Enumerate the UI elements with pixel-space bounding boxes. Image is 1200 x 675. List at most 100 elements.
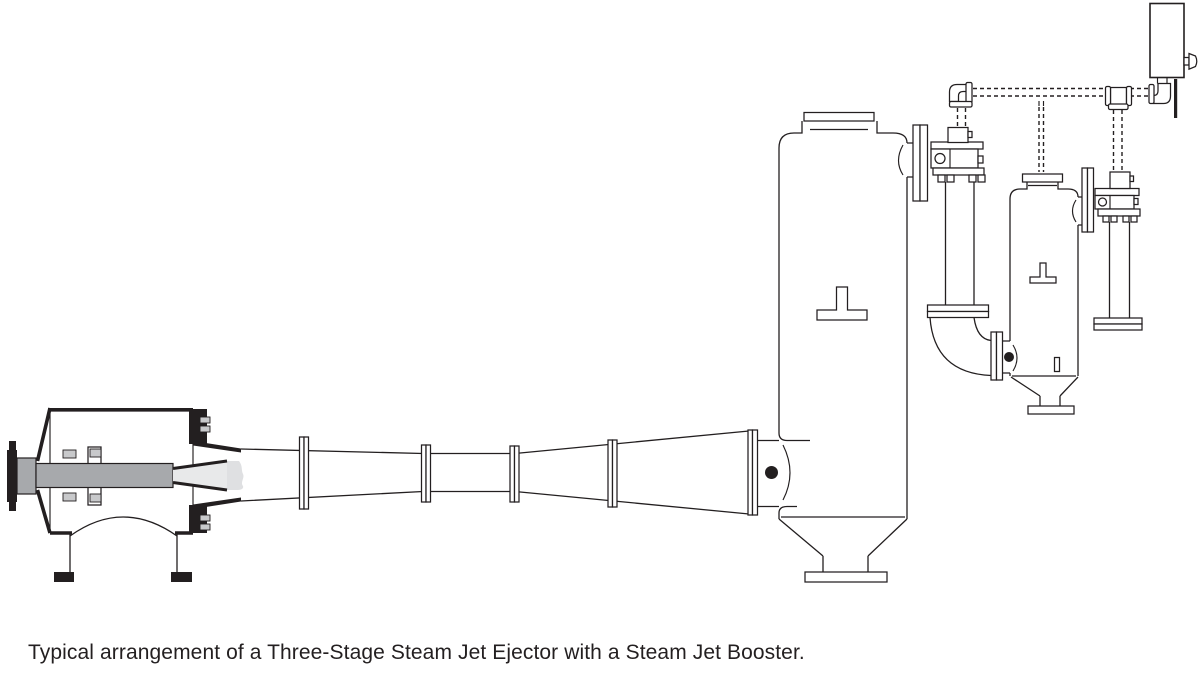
- third-stage-discharge-flange: [1093, 317, 1143, 325]
- second-stage-plug: [977, 155, 984, 164]
- diffuser-inlet-flange: [747, 429, 759, 516]
- elbow-end-flange: [995, 331, 1004, 381]
- diffuser-flange: [420, 444, 432, 503]
- plate-bolt: [1110, 215, 1118, 223]
- plate-bolt: [1102, 215, 1110, 223]
- third-stage-top-plate: [1094, 187, 1140, 197]
- condenser1-inlet-inner: [787, 439, 810, 508]
- suction-inlet-legs: [69, 534, 178, 572]
- steam-inlet-bolt: [9, 501, 16, 511]
- second-stage-steam-box-plug: [967, 130, 973, 139]
- nozzle-cone-edges: [172, 459, 228, 492]
- condenser2-bottom-cone: [1010, 376, 1079, 406]
- elbow-end-flange: [990, 331, 998, 381]
- booster-ejector: [7, 407, 241, 582]
- discharge-elbow: [929, 317, 992, 377]
- steam-inlet-flange: [7, 450, 17, 502]
- nozzle-diverging-cone: [173, 461, 227, 490]
- diffuser-flange: [509, 445, 520, 503]
- steam-drop-condenser2: [1038, 107, 1045, 172]
- condenser2-nozzle-arc: [1071, 199, 1077, 223]
- branch-tick: [1038, 101, 1045, 106]
- plate-bolt: [1130, 215, 1138, 223]
- condenser1-inlet-curtain-arc: [782, 444, 791, 501]
- third-stage-suction-flange: [1086, 167, 1095, 233]
- flange-bolt: [199, 425, 211, 433]
- condenser2-shell: [1057, 182, 1079, 198]
- third-stage-diffuser-tube: [1108, 222, 1131, 318]
- flange-bolt: [62, 492, 77, 502]
- valve-stem: [1183, 56, 1190, 66]
- third-stage-ejector: [1081, 167, 1143, 331]
- condenser2-drain-tube: [1053, 356, 1061, 373]
- third-stage-suction-flange: [1081, 167, 1089, 233]
- condenser2-top-flange: [1021, 173, 1064, 183]
- steam-valve-box: [1149, 2, 1198, 118]
- condenser1-nozzle-arc: [897, 144, 904, 176]
- flange-bolt: [89, 448, 102, 458]
- drop-pipe: [1174, 79, 1178, 118]
- condenser1-bottom-cone: [778, 518, 908, 572]
- booster-diffuser: [227, 429, 759, 516]
- steam-drop-third-stage: [1112, 110, 1123, 171]
- condenser2-inlet-dot: [1004, 352, 1014, 362]
- condenser1-vapor-outlet-nozzle: [907, 142, 913, 178]
- second-stage-ejector: [912, 124, 1004, 381]
- plate-bolt: [977, 174, 986, 183]
- flange-bolt: [199, 514, 211, 522]
- suction-foot-flange: [171, 572, 192, 582]
- condenser1-outlet-flange: [804, 571, 888, 583]
- condenser1-inlet-neck: [758, 432, 788, 519]
- condenser2-outlet-flange: [1027, 405, 1075, 415]
- steam-chest-circle: [934, 152, 946, 165]
- diffuser-entrance-cone: [193, 497, 241, 509]
- steam-inlet-bolt: [9, 441, 16, 451]
- condenser1-inlet-dot: [765, 466, 778, 479]
- condenser1-baffle-mark: [816, 286, 868, 321]
- condenser2-baffle-mark: [1029, 262, 1057, 284]
- third-stage-steam-box-plug: [1129, 175, 1135, 183]
- suction-foot-flange: [54, 572, 74, 582]
- pipe-tee: [1104, 85, 1133, 111]
- first-intercondenser: [758, 111, 913, 583]
- steam-drop-second-stage: [956, 108, 967, 126]
- second-stage-suction-flange: [919, 124, 929, 202]
- third-stage-discharge-flange: [1093, 323, 1143, 331]
- diffuser-flange: [607, 439, 618, 508]
- steam-supply-piping: [948, 77, 1172, 172]
- valve-handle-icon: [1188, 52, 1198, 71]
- figure-caption: Typical arrangement of a Three-Stage Ste…: [28, 641, 805, 664]
- condenser2-inlet-neck: [1002, 340, 1011, 376]
- flange-bolt: [89, 493, 102, 503]
- flange-bolt: [62, 449, 77, 459]
- second-stage-bottom-plate: [932, 167, 985, 176]
- second-stage-discharge-flange: [926, 304, 990, 313]
- plate-bolt: [937, 174, 946, 183]
- discharge-elbow: [973, 317, 992, 342]
- steam-jet-plume: [227, 461, 244, 490]
- steam-header-dashed-line: [973, 87, 1148, 97]
- second-intercondenser: [1002, 173, 1082, 415]
- flange-bolt: [199, 416, 211, 424]
- diffuser-entrance-cone: [193, 441, 241, 453]
- condenser1-top-flange: [803, 111, 875, 122]
- steam-inlet-pipe: [16, 457, 37, 495]
- third-stage-plug: [1133, 197, 1139, 206]
- third-stage-steam-box: [1109, 171, 1131, 190]
- condenser2-vapor-outlet: [1077, 196, 1082, 376]
- steam-nozzle: [35, 462, 174, 489]
- pipe-elbow: [1148, 77, 1172, 105]
- second-stage-suction-flange: [912, 124, 921, 202]
- condenser1-shell: [778, 121, 803, 433]
- plate-bolt: [968, 174, 977, 183]
- plate-bolt: [1122, 215, 1130, 223]
- steam-chest-circle: [1097, 197, 1108, 207]
- third-stage-bottom-plate: [1097, 208, 1141, 217]
- condenser2-inlet-curtain-arc: [1012, 344, 1018, 372]
- second-stage-discharge-flange: [926, 310, 990, 319]
- diffuser-flange: [298, 436, 310, 510]
- pipe-elbow: [948, 81, 973, 108]
- condenser1-shell: [876, 121, 908, 144]
- condenser2-shell: [1009, 182, 1028, 341]
